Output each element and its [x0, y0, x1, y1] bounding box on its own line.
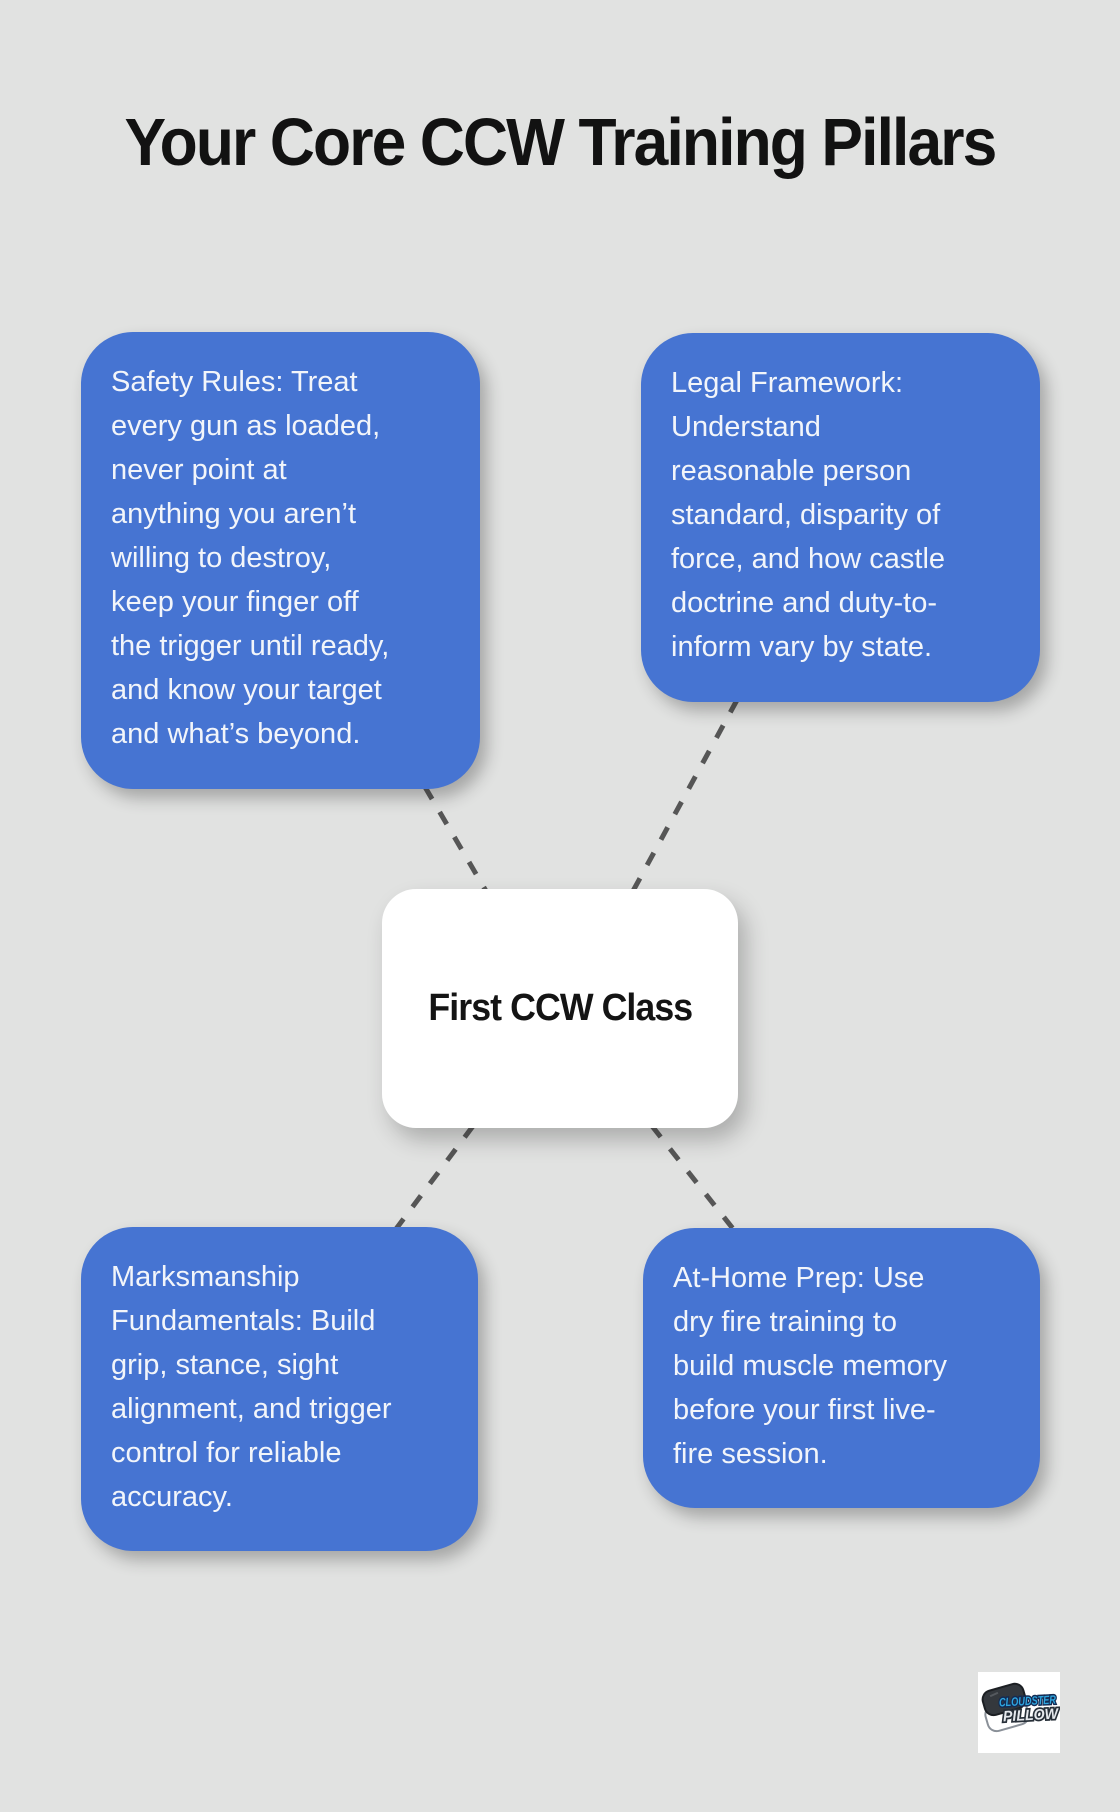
connector-line-legal [630, 698, 740, 893]
connector-line-marksmanship [393, 1124, 476, 1231]
node-marksmanship-fundamentals-text: Marksmanship Fundamentals: Build grip, s… [111, 1261, 392, 1513]
page-title: Your Core CCW Training Pillars [124, 105, 998, 180]
pillow-icon [981, 1682, 1030, 1733]
connector-line-athome [650, 1124, 736, 1232]
brand-logo: CLOUDSTER PILLOW [978, 1672, 1060, 1753]
node-legal-framework: Legal Framework: Understand reasonable p… [641, 333, 1040, 702]
node-first-ccw-class: First CCW Class [382, 889, 738, 1128]
logo-word-pillow: PILLOW [1003, 1705, 1060, 1725]
node-at-home-prep: At-Home Prep: Use dry fire training to b… [643, 1228, 1040, 1508]
node-safety-rules-text: Safety Rules: Treat every gun as loaded,… [111, 366, 390, 750]
node-safety-rules: Safety Rules: Treat every gun as loaded,… [81, 332, 480, 789]
node-first-ccw-class-label: First CCW Class [428, 987, 693, 1029]
connector-line-safety [422, 785, 489, 893]
logo-word-cloudster: CLOUDSTER [999, 1693, 1057, 1710]
node-at-home-prep-text: At-Home Prep: Use dry fire training to b… [673, 1262, 947, 1470]
node-marksmanship-fundamentals: Marksmanship Fundamentals: Build grip, s… [81, 1227, 478, 1551]
node-legal-framework-text: Legal Framework: Understand reasonable p… [671, 367, 946, 663]
